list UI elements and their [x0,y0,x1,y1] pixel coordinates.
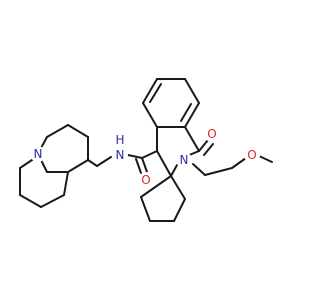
bond [135,158,142,174]
amide-nh-hydrogen: H [115,133,124,147]
amide-n-label: N [116,148,125,162]
bond [141,157,148,173]
bond [87,159,98,167]
bond [180,103,192,122]
bond-layer [19,78,273,222]
ketone-oxygen: O [204,126,220,142]
amide-oxygen: O [138,172,154,188]
amide-nitrogen: N H [112,133,128,163]
bond [67,124,89,138]
bond [170,175,186,200]
quinolizidine-lower-ring [19,157,69,208]
quinolizidine-nitrogen: N [30,146,46,162]
bond [40,136,48,149]
amide-o-label: O [141,173,150,187]
bond [156,150,172,177]
bond [198,139,209,152]
bond [46,124,69,138]
bond [141,150,158,159]
bond [231,157,247,169]
atom-label-layer: N H O N O O N [30,126,260,188]
bond [149,83,162,103]
bond [184,78,200,104]
bond [173,198,186,222]
bond [192,163,206,176]
bond [140,175,172,198]
bond [142,102,158,128]
ether-oxygen: O [244,147,260,163]
carboxamide-group [87,150,158,174]
bond [258,155,273,163]
cyclopentane-ring [140,175,186,222]
bond [96,156,112,167]
bond [67,159,89,173]
bond [19,194,42,208]
bond [204,167,233,176]
bond [170,164,178,177]
structure-diagram: N H O N O O N [19,78,273,222]
keto-o-label: O [207,127,216,141]
bond [40,194,65,208]
bond [184,102,200,128]
bond [184,126,200,152]
bond [142,78,158,104]
ring-n-label: N [180,153,189,167]
bond [140,196,151,222]
bond [127,154,143,159]
benzene-ring [142,78,200,128]
bond [203,143,214,156]
bond [40,159,48,173]
ether-o-label: O [247,148,256,162]
quin-n-label: N [34,147,43,161]
quinolizidine-upper-ring [40,124,89,173]
bond [63,171,69,196]
methoxyethyl-chain [192,155,273,176]
ring-nitrogen: N [176,152,192,168]
lactam-ring [156,126,214,177]
